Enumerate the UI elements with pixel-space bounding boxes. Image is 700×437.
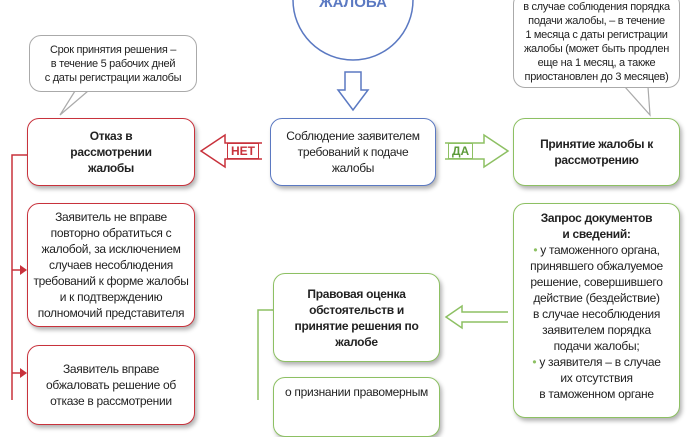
left-bubble-tail [59, 90, 89, 116]
bubble-line: еще на 1 месяц, а также [537, 57, 656, 69]
requirements-check-text: Соблюдение заявителем требований к подач… [286, 129, 420, 175]
text-line: в случае несоблюдения [532, 307, 661, 321]
legal-assessment-box: Правовая оценка обстоятельств и принятие… [273, 273, 440, 362]
bullet-icon: • [533, 243, 541, 257]
acceptance-box: Принятие жалобы к рассмотрению [513, 118, 680, 186]
text-line: и к подтверждению [59, 290, 163, 304]
connectors [11, 0, 651, 400]
request-line: • у заявителя – в случае [532, 354, 661, 370]
green-connector-line [257, 309, 273, 400]
refusal-consequence-2: Заявитель вправе обжаловать решение об о… [27, 345, 195, 425]
bubble-line: подачи жалобы, – в течение [528, 15, 665, 27]
arrow-head-icon [20, 368, 27, 378]
complaint-circle [292, 0, 414, 61]
text-line: требований к форме жалобы [33, 274, 189, 288]
text-line: обжаловать решение об [46, 378, 176, 392]
refusal-title: Отказ в рассмотрении жалобы [70, 129, 152, 175]
request-line: • у таможенного органа, [533, 242, 660, 258]
text-line: у таможенного органа, [540, 243, 660, 257]
text-line: в таможенном органе [539, 387, 654, 401]
arrow-head-icon [20, 265, 27, 275]
decision-text: о признании правомерным [284, 385, 428, 399]
request-title: Запрос документов и сведений: [540, 211, 653, 241]
refusal-consequence-1: Заявитель не вправе повторно обратиться … [27, 203, 195, 327]
complaint-title: ЖАЛОБА [319, 0, 387, 11]
bubble-line: с даты регистрации жалобы [44, 71, 182, 84]
text-line: полномочий представителя [37, 306, 185, 320]
text-line: действие (бездействие) [533, 291, 660, 305]
text-line: у заявителя – в случае [539, 355, 661, 369]
text-line: их отсутствия [560, 371, 633, 385]
decision-box-1: о признании правомерным [273, 377, 440, 437]
document-request-box: Запрос документов и сведений: • у таможе… [513, 203, 680, 418]
left-bubble: Срок принятия решения – в течение 5 рабо… [29, 35, 197, 92]
green-left-arrow-icon [444, 304, 508, 330]
bullet-icon: • [532, 355, 540, 369]
text-line: Заявитель вправе [62, 362, 160, 376]
text-line: решение, совершившего [530, 275, 663, 289]
text-line: подачи жалобы; [553, 339, 640, 353]
text-line: случаев несоблюдения [49, 258, 173, 272]
bubble-line: 1 месяца с даты регистрации [525, 29, 668, 41]
acceptance-title: Принятие жалобы к рассмотрению [540, 137, 653, 167]
red-connector-line [11, 154, 27, 400]
no-label: НЕТ [227, 143, 259, 159]
text-line: жалобой, за исключением [41, 242, 181, 256]
requirements-check-box: Соблюдение заявителем требований к подач… [270, 118, 436, 186]
bubble-line: в течение 5 рабочих дней [50, 57, 176, 70]
text-line: повторно обратиться с [50, 226, 172, 240]
bubble-line: Срок принятия решения – [49, 43, 177, 56]
right-bubble-tail [624, 86, 651, 117]
text-line: заявителем порядка [542, 323, 651, 337]
yes-label: ДА [448, 143, 474, 159]
legal-assessment-text: Правовая оценка обстоятельств и принятие… [294, 286, 419, 349]
bubble-line: жалобы (может быть продлен [523, 43, 670, 55]
text-line: отказе в рассмотрении [50, 394, 172, 408]
refusal-box: Отказ в рассмотрении жалобы [27, 118, 195, 186]
right-bubble: в случае соблюдения порядка подачи жалоб… [513, 0, 680, 88]
bubble-line: приостановлен до 3 месяцев) [524, 71, 669, 83]
text-line: принявшего обжалуемое [530, 259, 663, 273]
text-line: Заявитель не вправе [55, 210, 167, 224]
down-arrow-icon [336, 71, 370, 112]
bubble-line: в случае соблюдения порядка [523, 1, 670, 13]
